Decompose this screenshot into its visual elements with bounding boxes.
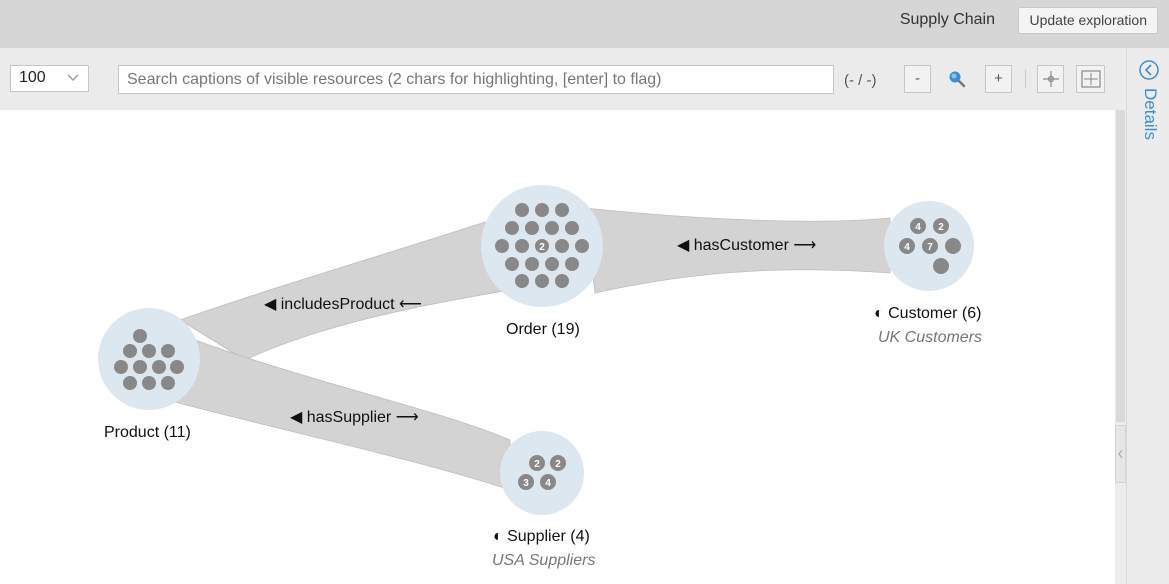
node-supplier[interactable]: 2 2 3 4: [500, 431, 584, 515]
node-subtitle-supplier: USA Suppliers: [492, 552, 596, 569]
top-bar: Supply Chain Update exploration: [0, 0, 1169, 48]
zoom-reset-button[interactable]: [943, 65, 970, 93]
graph-svg: 2 4 2 4 7 2 2 3 4: [98, 185, 974, 515]
node-label-order[interactable]: Order (19): [506, 321, 580, 338]
search-input[interactable]: [118, 65, 834, 94]
collapse-circle-icon[interactable]: [1138, 59, 1160, 81]
node-badge: 2: [534, 459, 540, 470]
node-order[interactable]: 2: [481, 185, 603, 307]
node-subtitle-customer: UK Customers: [878, 329, 983, 346]
crosshair-icon: [1042, 71, 1059, 87]
exploration-title: Supply Chain: [899, 11, 995, 28]
node-product[interactable]: [98, 308, 200, 410]
node-badge: 3: [523, 478, 529, 489]
fit-to-screen-icon: [1080, 70, 1101, 88]
magnifier-icon: [949, 71, 965, 88]
node-badge: 7: [927, 242, 933, 253]
chevron-down-icon: [67, 74, 79, 81]
result-limit-value: 100: [19, 69, 46, 86]
zoom-in-button[interactable]: +: [985, 65, 1012, 93]
node-customer[interactable]: 4 2 4 7: [884, 201, 974, 291]
edge-label-has-customer[interactable]: ◀ hasCustomer ⟶: [677, 237, 817, 254]
details-sidebar: [1126, 48, 1169, 584]
node-badge: 2: [555, 459, 561, 470]
node-label-customer[interactable]: ◐ Customer (6): [874, 305, 982, 322]
node-badge: 4: [545, 478, 551, 489]
result-limit-select[interactable]: 100: [10, 65, 89, 92]
update-exploration-button[interactable]: Update exploration: [1018, 7, 1158, 34]
edge-label-has-supplier[interactable]: ◀ hasSupplier ⟶: [290, 409, 419, 426]
result-counter: (- / -): [844, 72, 877, 89]
node-badge: 4: [915, 222, 921, 233]
chevron-left-icon: [1118, 449, 1123, 459]
scrollbar-thumb[interactable]: [1116, 110, 1125, 422]
edge-label-includes-product[interactable]: ◀ includesProduct ⟵: [264, 296, 422, 313]
edge-has-customer[interactable]: [584, 207, 891, 294]
graph-canvas[interactable]: 2 4 2 4 7 2 2 3 4: [0, 110, 1115, 584]
node-label-supplier[interactable]: ◐ Supplier (4): [493, 528, 590, 545]
node-label-product[interactable]: Product (11): [104, 424, 191, 441]
toolbar-divider: [1025, 70, 1026, 88]
node-badge: 2: [938, 222, 944, 233]
panel-resize-handle[interactable]: [1115, 425, 1126, 483]
node-badge: 2: [539, 242, 545, 253]
details-tab[interactable]: Details: [1141, 88, 1160, 140]
toolbar: 100 (- / -) - +: [0, 48, 1115, 110]
center-view-button[interactable]: [1037, 65, 1064, 93]
edge-includes-product[interactable]: [179, 221, 511, 361]
fit-view-button[interactable]: [1076, 65, 1105, 93]
zoom-out-button[interactable]: -: [904, 65, 931, 93]
node-badge: 4: [904, 242, 910, 253]
